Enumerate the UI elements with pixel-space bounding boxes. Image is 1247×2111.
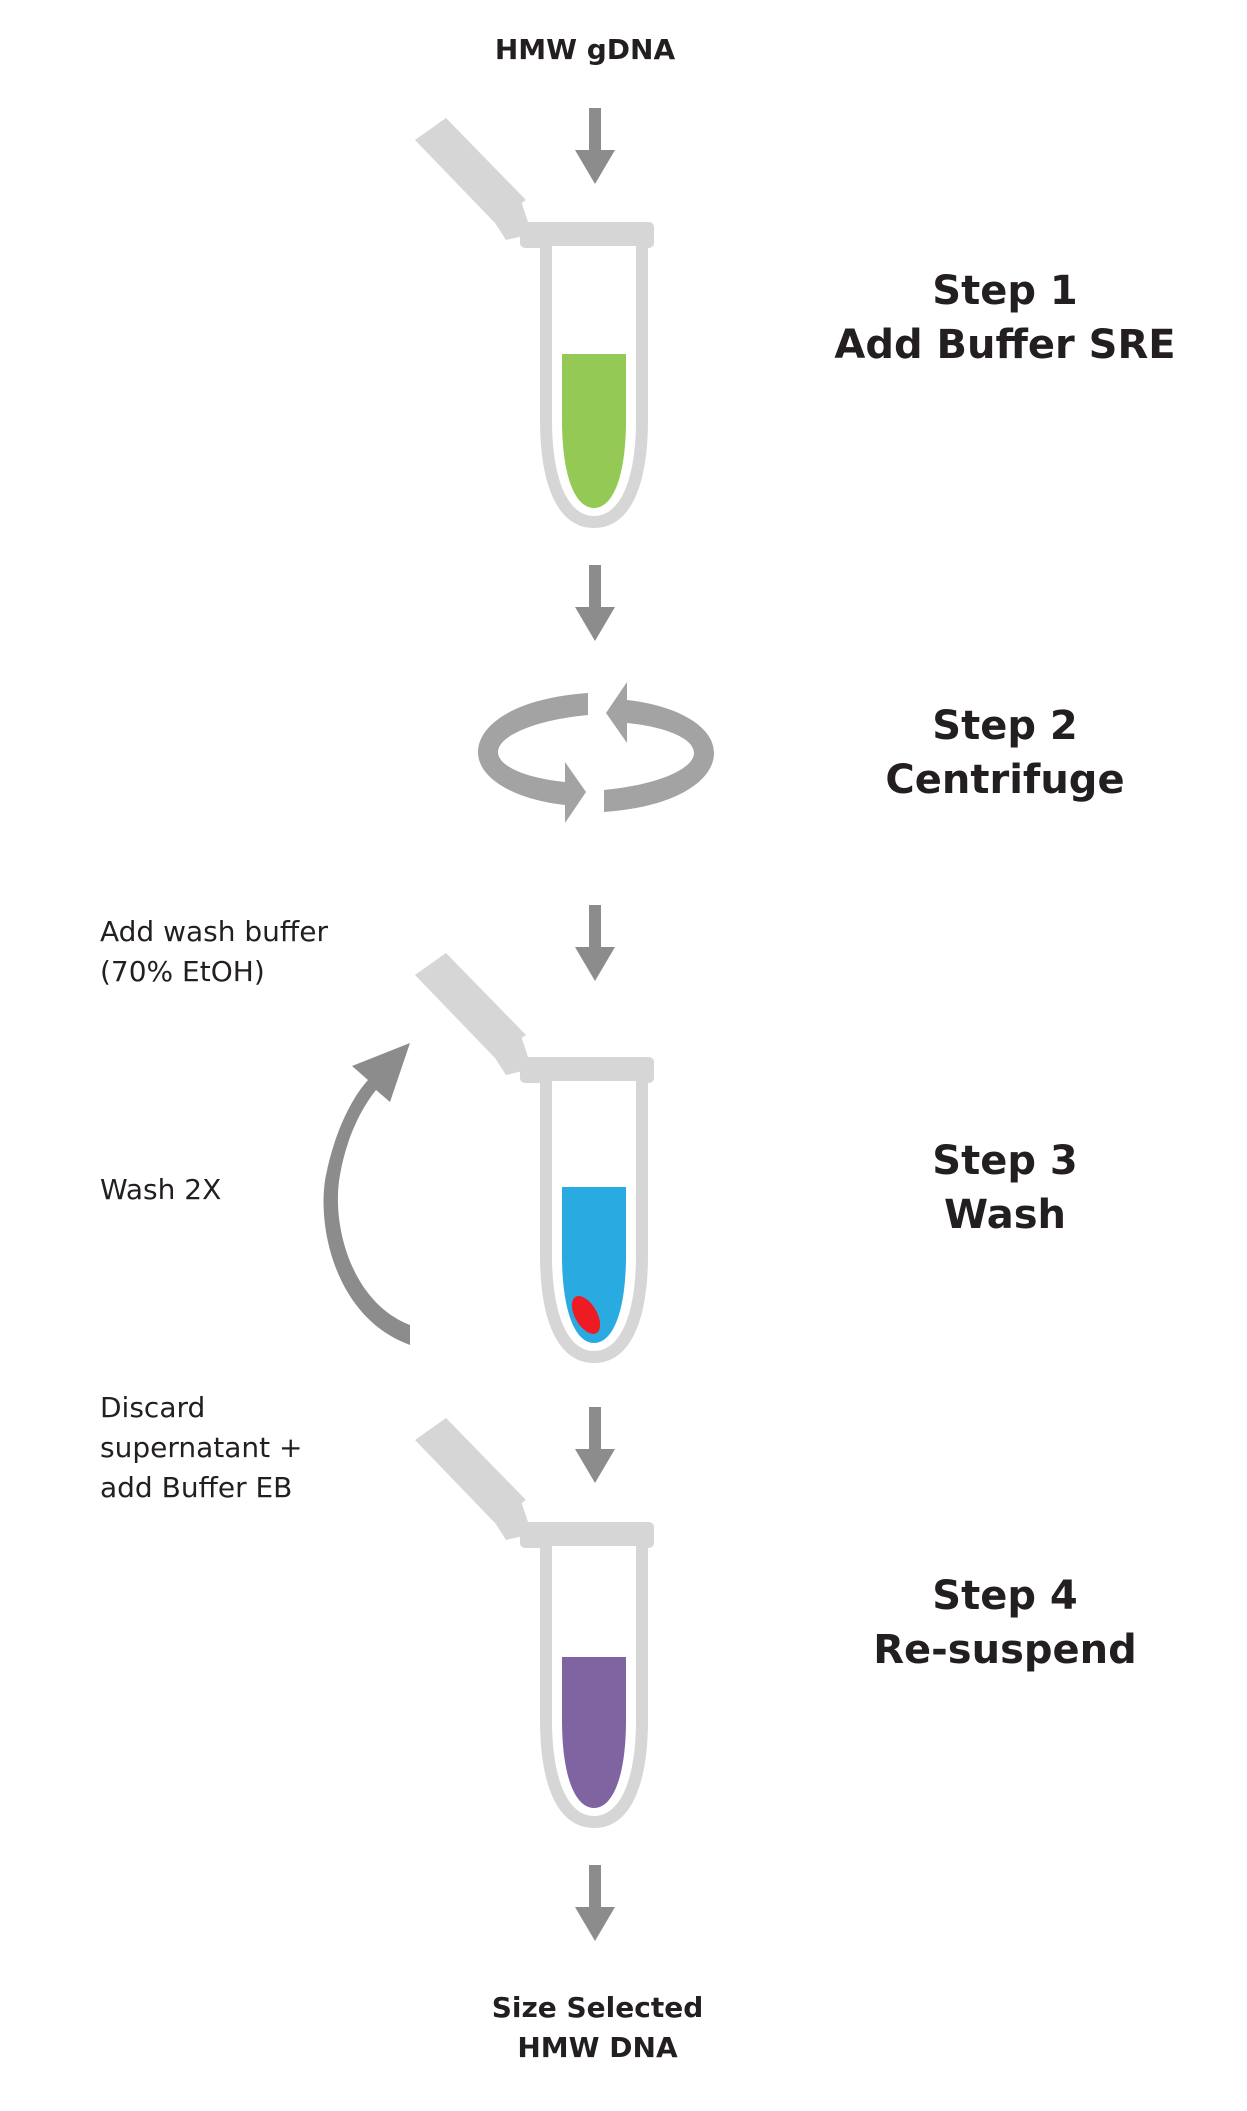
- discard-note: Discard supernatant + add Buffer EB: [100, 1391, 303, 1504]
- step-2-title: Step 2: [932, 703, 1078, 749]
- input-label: HMW gDNA: [494, 33, 676, 66]
- tube-rim: [520, 1522, 654, 1548]
- tube-lid: [415, 1418, 532, 1540]
- step-4-action: Re-suspend: [873, 1627, 1137, 1673]
- rotation-arrow-right: [604, 682, 714, 812]
- output-label: Size Selected HMW DNA: [491, 1991, 704, 2064]
- add-wash-note: Add wash buffer (70% EtOH): [100, 915, 328, 988]
- tube-3: [415, 953, 654, 1363]
- step-1-action: Add Buffer SRE: [834, 322, 1176, 368]
- dna-pellet: [571, 1296, 601, 1334]
- down-arrow-4: [575, 1407, 615, 1483]
- tube-liquid: [562, 1657, 626, 1808]
- tube-liquid: [562, 354, 626, 508]
- tube-lid: [415, 953, 532, 1075]
- tube-4: [415, 1418, 654, 1828]
- down-arrow-3: [575, 905, 615, 981]
- step-3-action: Wash: [944, 1192, 1066, 1238]
- step-3-title: Step 3: [932, 1138, 1078, 1184]
- down-arrow-2: [575, 565, 615, 641]
- step-4-title: Step 4: [932, 1573, 1078, 1619]
- tube-1: [415, 118, 654, 528]
- tube-rim: [520, 222, 654, 248]
- wash-repeat-arrow: [323, 1043, 410, 1345]
- step-2-action: Centrifuge: [885, 757, 1125, 803]
- rotation-arrow-left: [478, 693, 588, 823]
- tube-rim: [520, 1057, 654, 1083]
- tube-lid: [415, 118, 532, 240]
- wash-repeat-note: Wash 2X: [100, 1173, 222, 1206]
- centrifuge-rotation-icon: [478, 682, 714, 823]
- down-arrow-5: [575, 1865, 615, 1941]
- step-1-title: Step 1: [932, 268, 1078, 314]
- down-arrow-1: [575, 108, 615, 184]
